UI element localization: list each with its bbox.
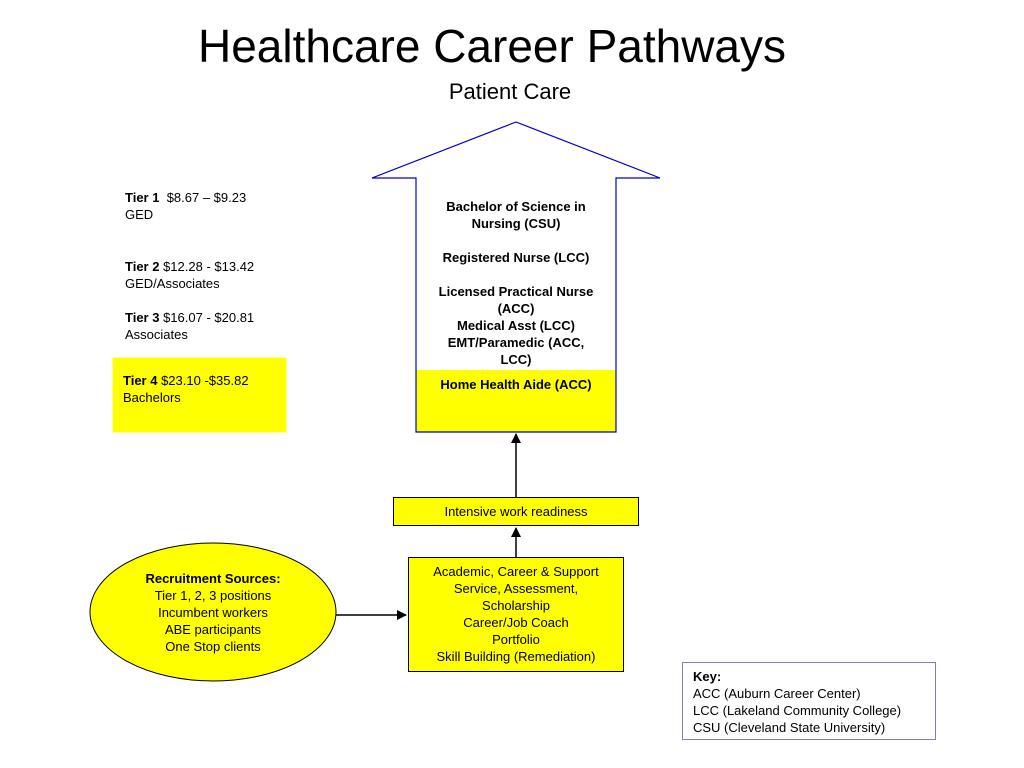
services-line: Service, Assessment, bbox=[453, 581, 579, 596]
home-health-label: Home Health Aide (ACC) bbox=[440, 377, 592, 392]
recruitment-sources: Recruitment Sources: Tier 1, 2, 3 positi… bbox=[90, 570, 336, 655]
services-line: Career/Job Coach bbox=[463, 615, 569, 630]
tier-education: GED bbox=[125, 207, 154, 222]
tier-3-label: Tier 2 $12.28 - $13.42 GED/Associates bbox=[125, 258, 254, 292]
tier-2-label: Tier 3 $16.07 - $20.81 Associates bbox=[125, 309, 254, 343]
tier-wage: $12.28 - $13.42 bbox=[163, 259, 255, 274]
services-line: Academic, Career & Support bbox=[433, 564, 599, 579]
key-legend: Key: ACC (Auburn Career Center) LCC (Lak… bbox=[682, 662, 936, 740]
services-line: Portfolio bbox=[492, 632, 540, 647]
services-line: Scholarship bbox=[482, 598, 550, 613]
tier-4-label: Tier 1 $8.67 – $9.23 GED bbox=[125, 189, 246, 223]
lpn-line-1: Licensed Practical Nurse bbox=[438, 284, 594, 299]
tier-name: Tier 2 bbox=[125, 259, 160, 274]
key-item: LCC (Lakeland Community College) bbox=[693, 703, 902, 718]
bachelor-line-1: Bachelor of Science in bbox=[446, 199, 586, 214]
tier-name: Tier 1 bbox=[125, 190, 160, 205]
pathway-credentials: Bachelor of Science in Nursing (CSU) Reg… bbox=[425, 198, 607, 368]
page-title: Healthcare Career Pathways bbox=[197, 20, 787, 72]
work-readiness-box: Intensive work readiness bbox=[393, 497, 639, 526]
recruitment-item: Tier 1, 2, 3 positions bbox=[154, 588, 272, 603]
tier-education: Bachelors bbox=[123, 390, 181, 405]
page-subtitle: Patient Care bbox=[448, 79, 572, 104]
bachelor-line-2: Nursing (CSU) bbox=[471, 216, 561, 231]
career-arrow-shape bbox=[371, 121, 661, 433]
tier-education: Associates bbox=[125, 327, 188, 342]
recruitment-item: Incumbent workers bbox=[158, 605, 268, 620]
recruitment-ellipse bbox=[89, 542, 337, 682]
home-health-highlight bbox=[416, 370, 616, 432]
tier-wage: $16.07 - $20.81 bbox=[163, 310, 255, 325]
key-heading: Key: bbox=[693, 669, 722, 684]
recruitment-heading: Recruitment Sources: bbox=[145, 571, 281, 586]
tier-1-box: Tier 4 $23.10 -$35.82 Bachelors bbox=[112, 357, 287, 433]
emt-line-1: EMT/Paramedic (ACC, bbox=[447, 335, 585, 350]
tier-wage: $23.10 -$35.82 bbox=[161, 373, 249, 388]
tier-name: Tier 4 bbox=[123, 373, 158, 388]
lpn-line-2: (ACC) bbox=[497, 301, 535, 316]
key-item: CSU (Cleveland State University) bbox=[693, 720, 886, 735]
key-item: ACC (Auburn Career Center) bbox=[693, 686, 861, 701]
med-asst-label: Medical Asst (LCC) bbox=[457, 318, 575, 333]
tier-education: GED/Associates bbox=[125, 276, 220, 291]
emt-line-2: LCC) bbox=[500, 352, 532, 367]
recruitment-item: ABE participants bbox=[164, 622, 262, 637]
recruitment-item: One Stop clients bbox=[165, 639, 261, 654]
services-line: Skill Building (Remediation) bbox=[436, 649, 596, 664]
tier-wage: $8.67 – $9.23 bbox=[166, 190, 247, 205]
tier-name: Tier 3 bbox=[125, 310, 160, 325]
rn-label: Registered Nurse (LCC) bbox=[442, 250, 590, 265]
support-services-box: Academic, Career & Support Service, Asse… bbox=[408, 557, 624, 672]
